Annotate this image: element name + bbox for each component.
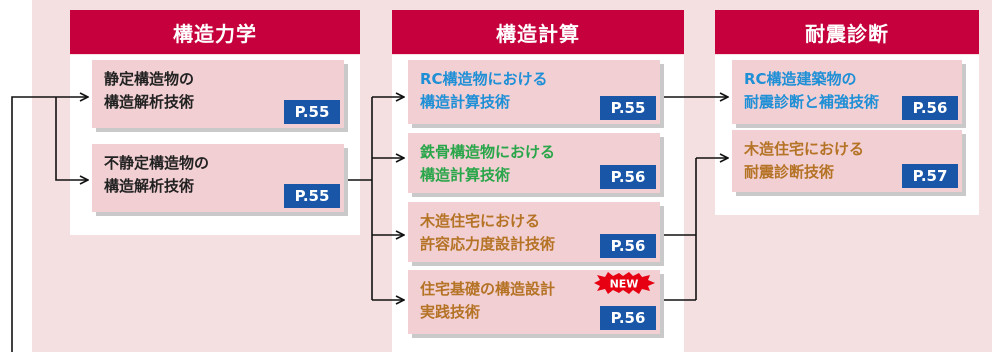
card-title-line: 実践技術 [420,303,481,321]
card-indeterminate-structure-analysis[interactable]: 不静定構造物の 構造解析技術 P.55 [92,144,344,212]
page-badge: P.56 [902,96,958,120]
column-header-seismic-diagnosis: 耐震診断 [715,10,979,54]
card-wood-allowable-stress-design[interactable]: 木造住宅における 許容応力度設計技術 P.56 [408,202,660,262]
page-badge: P.55 [600,96,656,120]
page-badge: P.56 [600,165,656,189]
card-steel-structural-calculation[interactable]: 鉄骨構造物における 構造計算技術 P.56 [408,133,660,193]
page-badge: P.55 [284,184,340,208]
card-title-line: 構造計算技術 [420,166,511,184]
card-wood-seismic-diagnosis[interactable]: 木造住宅における 耐震診断技術 P.57 [732,130,962,192]
column-header-structural-calculation: 構造計算 [392,10,684,54]
column-header-structural-mechanics: 構造力学 [70,10,360,54]
new-label: NEW [610,278,639,291]
card-title-line: 住宅基礎の構造設計 [420,280,556,298]
card-title-line: 鉄骨構造物における [420,143,556,161]
arrow-right-icon [11,97,88,352]
page-badge: P.56 [600,234,656,258]
page-badge: P.55 [284,100,340,124]
card-title-line: RC構造物における [420,70,548,88]
starburst-badge-icon: NEW [594,272,655,294]
page-badge: P.56 [600,306,656,330]
arrow-right-icon [55,97,88,180]
card-title-line: 構造計算技術 [420,93,511,111]
card-title-line: 木造住宅における [420,212,541,230]
card-title-line: 許容応力度設計技術 [420,235,556,253]
card-static-structure-analysis[interactable]: 静定構造物の 構造解析技術 P.55 [92,60,344,128]
card-house-foundation-design[interactable]: 住宅基礎の構造設計 実践技術 NEW P.56 [408,270,660,334]
card-title-line: 構造解析技術 [104,177,195,195]
card-title-line: 構造解析技術 [104,93,195,111]
card-title-line: 木造住宅における [744,140,865,158]
page-badge: P.57 [902,164,958,188]
card-title-line: 不静定構造物の [104,154,210,172]
card-title-line: 耐震診断と補強技術 [744,93,880,111]
card-title-line: 静定構造物の [104,70,195,88]
card-rc-structural-calculation[interactable]: RC構造物における 構造計算技術 P.55 [408,60,660,124]
card-title-line: RC構造建築物の [744,70,857,88]
card-rc-seismic-diagnosis[interactable]: RC構造建築物の 耐震診断と補強技術 P.56 [732,60,962,124]
card-title-line: 耐震診断技術 [744,163,835,181]
